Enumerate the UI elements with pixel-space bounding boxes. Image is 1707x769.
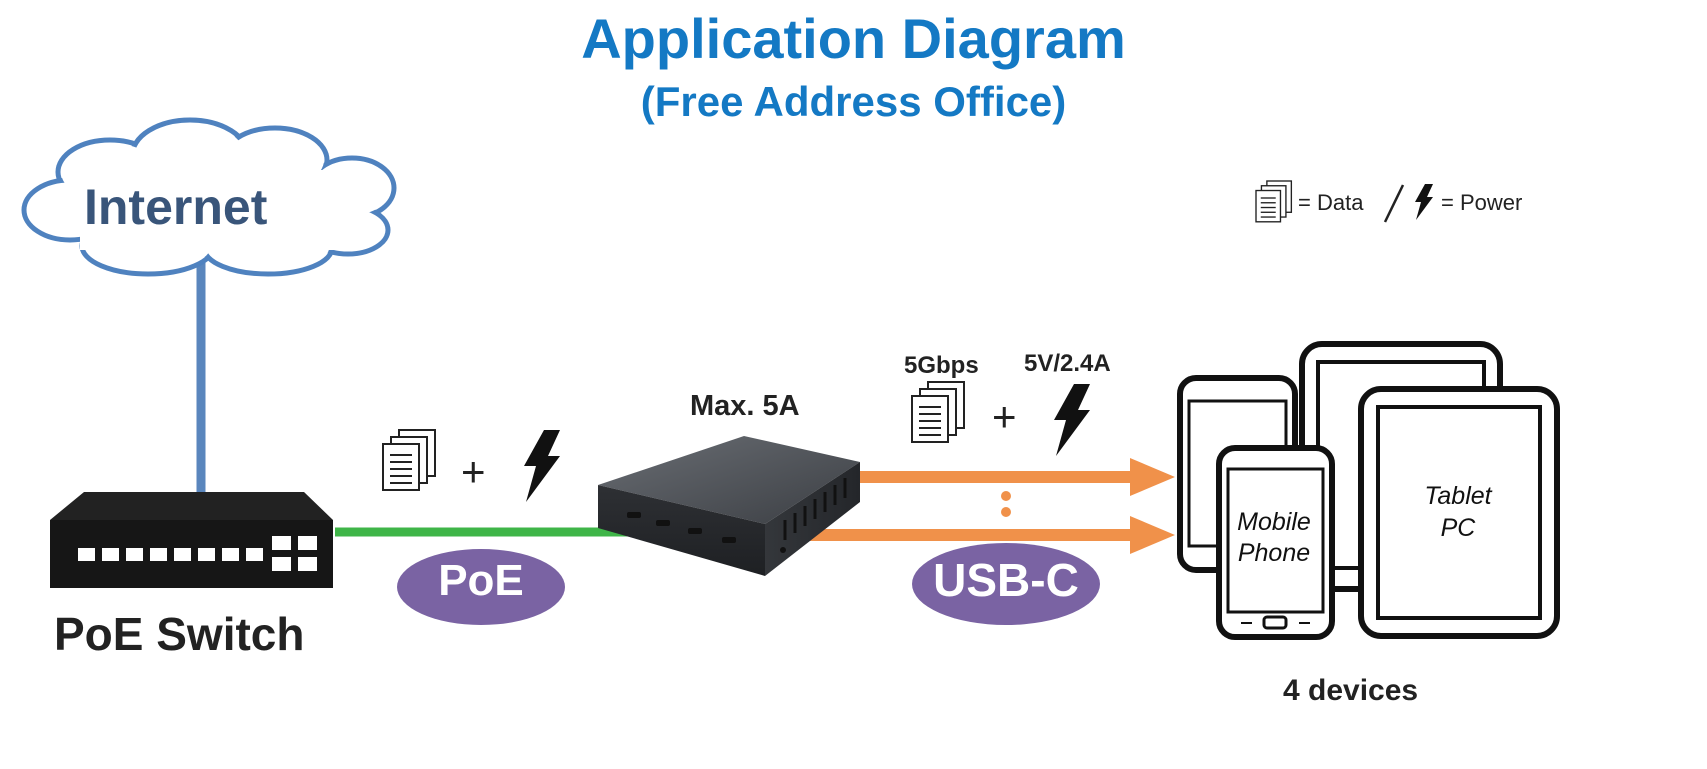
internet-cloud-icon bbox=[21, 117, 397, 277]
usb-c-badge-label: USB-C bbox=[933, 554, 1079, 606]
poe-switch-label: PoE Switch bbox=[54, 608, 305, 660]
tablet-front-icon bbox=[1358, 386, 1560, 639]
data-document-stack-icon-usb bbox=[911, 381, 965, 443]
diagram-subtitle: (Free Address Office) bbox=[640, 78, 1067, 125]
usb-speed-label: 5Gbps bbox=[904, 352, 979, 379]
internet-label: Internet bbox=[84, 179, 268, 235]
tablet-pc-label-line-1: Tablet bbox=[1424, 482, 1492, 510]
poe-badge bbox=[397, 549, 565, 625]
data-document-stack-icon bbox=[382, 429, 436, 491]
mobile-phone-label-line-1: Mobile bbox=[1237, 508, 1311, 536]
tablet-pc-label-line-2: PC bbox=[1440, 514, 1476, 542]
usb-c-badge bbox=[912, 543, 1100, 625]
device-count-label: 4 devices bbox=[1283, 674, 1419, 707]
usb-plus-sign: + bbox=[992, 393, 1017, 440]
phone-front-icon bbox=[1216, 445, 1335, 640]
mobile-phone-label-line-2: Phone bbox=[1237, 539, 1311, 567]
legend-power-label: = Power bbox=[1441, 190, 1523, 215]
legend-divider bbox=[1383, 184, 1405, 223]
diagram-title: Application Diagram bbox=[581, 7, 1126, 70]
devices-group bbox=[1177, 341, 1560, 640]
power-lightning-bolt-icon bbox=[524, 430, 560, 502]
legend-lightning-bolt-icon bbox=[1415, 184, 1433, 220]
legend-data-label: = Data bbox=[1298, 190, 1364, 215]
poe-plus-sign: + bbox=[461, 448, 486, 495]
hub-max-current-label: Max. 5A bbox=[690, 390, 800, 422]
continuation-dots bbox=[1001, 491, 1011, 517]
power-lightning-bolt-icon-usb bbox=[1054, 384, 1090, 456]
usb-c-cable-top bbox=[848, 458, 1175, 496]
poe-switch-icon bbox=[50, 492, 333, 588]
poe-badge-label: PoE bbox=[438, 556, 524, 605]
usb-c-hub-device bbox=[598, 436, 860, 576]
usb-power-label: 5V/2.4A bbox=[1024, 350, 1111, 377]
usb-c-cable-bottom bbox=[790, 516, 1175, 554]
legend-document-stack-icon bbox=[1255, 180, 1293, 223]
